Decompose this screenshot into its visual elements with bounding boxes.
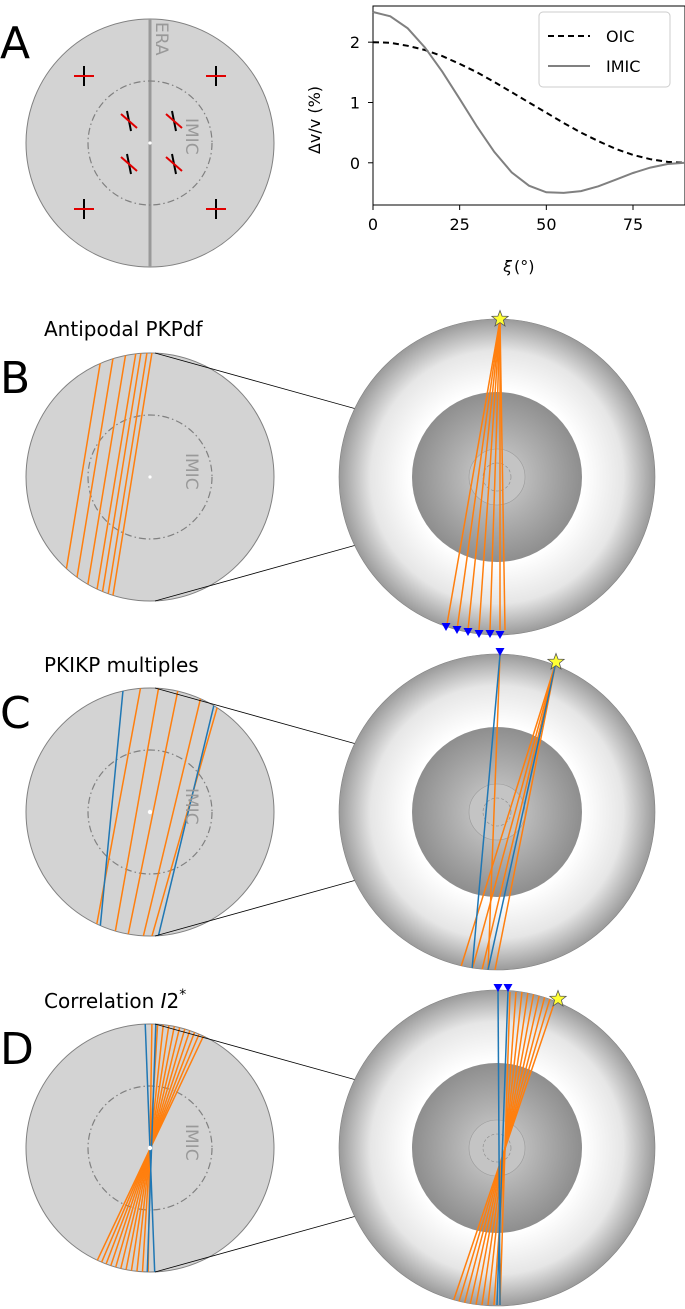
station-marker xyxy=(495,648,505,656)
imic-boundary xyxy=(87,749,213,875)
source-star xyxy=(490,309,510,327)
cross-tilted xyxy=(165,113,183,129)
panel-a: A ERA IMIC 0 25 50 75 0 1 2 Δv/v (%) ξ (°) OIC… xyxy=(0,5,685,276)
ray-pkpdf xyxy=(81,353,129,601)
station-marker xyxy=(441,623,451,631)
station-marker xyxy=(463,628,473,636)
legend: OIC IMIC xyxy=(538,11,671,88)
station-marker xyxy=(474,630,484,638)
source-star xyxy=(546,652,566,670)
panel-letter-a: A xyxy=(0,18,30,69)
imic-label-d: IMIC xyxy=(181,1124,201,1161)
ray-path xyxy=(471,661,557,970)
panel-letter-b: B xyxy=(0,353,30,404)
imic-label-a: IMIC xyxy=(181,118,201,155)
station-marker xyxy=(485,630,495,638)
panel-d: Correlation I2* D IMIC xyxy=(0,984,656,1307)
panel-title-c: PKIKP multiples xyxy=(44,653,199,677)
ray-path xyxy=(445,319,501,631)
ray-pkpdf xyxy=(91,353,139,601)
y-axis-label: Δv/v (%) xyxy=(305,86,324,154)
legend-label-oic: OIC xyxy=(606,27,634,46)
ray-pkpdf xyxy=(108,353,155,601)
disk-c: IMIC xyxy=(25,687,275,937)
y-tick-label: 1 xyxy=(350,93,360,112)
anisotropy-crosses xyxy=(74,66,226,219)
ray-path xyxy=(487,654,501,970)
series-line-imic xyxy=(372,11,685,194)
ray-paths xyxy=(459,654,557,970)
ray-path-blue xyxy=(471,654,501,970)
panel-title-b: Antipodal PKPdf xyxy=(44,317,203,341)
panel-title-d: Correlation I2* xyxy=(44,987,186,1013)
legend-label-imic: IMIC xyxy=(606,57,640,76)
ray-path-blue xyxy=(487,661,557,970)
ray-pkikp xyxy=(111,688,161,936)
imic-label-c: IMIC xyxy=(181,788,201,825)
x-tick-label: 50 xyxy=(536,215,556,234)
disk-b: IMIC xyxy=(25,352,275,602)
ray-pkpdf xyxy=(69,353,117,601)
inner-most-inner-core xyxy=(482,797,512,827)
chart-a: 0 25 50 75 0 1 2 Δv/v (%) ξ (°) OIC IMIC xyxy=(305,5,685,276)
ray-path-blue xyxy=(497,990,501,1306)
disk-a: ERA IMIC xyxy=(25,18,275,268)
ray-path xyxy=(489,319,501,631)
ray-path xyxy=(481,661,557,970)
era-label: ERA xyxy=(151,22,171,56)
x-tick-label: 75 xyxy=(623,215,643,234)
inner-most-inner-core xyxy=(482,462,512,492)
earth-cross-section-b xyxy=(338,309,656,639)
ray-pkikp xyxy=(147,688,226,936)
panel-letter-c: C xyxy=(0,688,31,739)
ray-pkikp-blue xyxy=(154,688,221,936)
ray-path xyxy=(456,319,501,631)
ray-pkikp xyxy=(124,688,181,936)
inner-core xyxy=(468,1119,526,1177)
x-tick-label: 25 xyxy=(449,215,469,234)
ray-paths xyxy=(445,319,506,631)
ray-path xyxy=(494,661,557,970)
ray-pkikp xyxy=(91,688,143,936)
station-marker xyxy=(495,631,505,639)
panel-c: PKIKP multiples C IMIC xyxy=(0,648,656,971)
earth-cross-section-c xyxy=(338,648,656,971)
cross-tilted xyxy=(165,156,183,172)
imic-boundary xyxy=(87,80,213,206)
station-marker xyxy=(503,984,513,992)
y-tick-label: 2 xyxy=(350,33,360,52)
plot-frame xyxy=(372,5,685,206)
ray-path xyxy=(478,319,501,631)
ray-pkikp-blue xyxy=(97,688,125,936)
ray-pkpdf xyxy=(103,353,150,601)
panel-b: Antipodal PKPdf B IMIC xyxy=(0,309,656,639)
imic-label-b: IMIC xyxy=(181,453,201,490)
ray-paths xyxy=(451,990,559,1306)
earth-cross-section-d xyxy=(338,984,656,1307)
station-marker xyxy=(452,626,462,634)
x-tick-label: 0 xyxy=(368,215,378,234)
inner-core xyxy=(468,783,526,841)
imic-boundary xyxy=(87,414,213,540)
ray-pkikp xyxy=(139,688,206,936)
cross-tilted xyxy=(120,156,138,172)
cross-tilted xyxy=(120,113,138,129)
ray-path xyxy=(499,319,506,631)
disk-d: IMIC xyxy=(25,1023,275,1273)
source-star xyxy=(548,989,568,1007)
x-axis-label-symbol: ξ xyxy=(502,257,513,276)
ray-path-blue xyxy=(496,990,509,1306)
ray-pkpdf xyxy=(97,353,144,601)
x-axis-label-unit: (°) xyxy=(514,257,534,276)
panel-letter-d: D xyxy=(0,1024,34,1075)
inner-most-inner-core xyxy=(482,1133,512,1163)
y-tick-label: 0 xyxy=(350,154,360,173)
ray-path xyxy=(467,319,501,631)
ray-path xyxy=(451,991,559,1306)
series-line-oic xyxy=(372,41,685,164)
station-marker xyxy=(493,984,503,992)
inner-core xyxy=(468,448,526,506)
